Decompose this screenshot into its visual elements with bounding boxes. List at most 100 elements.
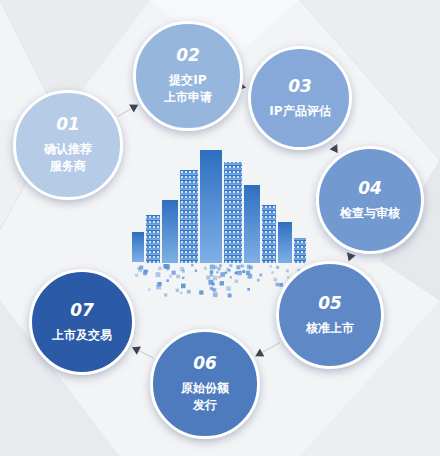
pixel-dot (206, 276, 210, 280)
pixel-dot (260, 274, 263, 277)
step-circle: 02 提交IP 上市申请 (133, 21, 242, 130)
pixel-dot (213, 276, 218, 281)
step-label: 上市及交易 (47, 327, 117, 344)
step-number: 06 (193, 353, 217, 373)
pixel-dot (235, 272, 237, 274)
pixel-dot (148, 289, 150, 291)
pixel-dot (187, 290, 191, 294)
pixel-dot (220, 272, 225, 277)
pixel-dot (210, 270, 214, 274)
flow-arrow (255, 343, 280, 357)
pixel-dot (275, 283, 279, 287)
pixel-dot (247, 266, 251, 270)
pixel-dot (181, 284, 186, 289)
pixel-dot (213, 292, 218, 297)
step-number: 02 (176, 45, 200, 65)
step-circle: 07 上市及交易 (29, 269, 135, 375)
step-number: 05 (318, 293, 342, 313)
pixel-dot (163, 264, 168, 269)
pixel-dot (144, 270, 147, 273)
step-label: 原始份额 发行 (170, 380, 240, 415)
pixel-dot (286, 270, 289, 273)
pixel-dot (269, 265, 272, 268)
pixel-dot (166, 279, 169, 282)
flow-arrow (132, 347, 154, 359)
pixel-dot (242, 270, 245, 273)
flow-arrow (330, 143, 338, 153)
pixel-dot (228, 294, 232, 298)
step-circle: 05 核准上市 (276, 261, 384, 369)
step-label: 提交IP 上市申请 (153, 72, 223, 107)
step-circle: 04 检查与审核 (316, 146, 424, 254)
pixel-dot (271, 271, 273, 273)
pixel-dot (226, 286, 231, 291)
pixel-dot (169, 275, 172, 278)
pixel-dot (219, 264, 222, 267)
pixel-dot (182, 270, 185, 273)
pixel-dot (167, 269, 169, 271)
flow-line (255, 343, 280, 357)
pixel-dot (204, 267, 207, 270)
step-label: IP产品评估 (265, 103, 335, 120)
pixel-dot (180, 292, 182, 294)
step-number: 07 (70, 300, 94, 320)
pixel-dot (157, 282, 162, 287)
pixel-dot (226, 268, 229, 271)
pixel-dot (241, 265, 244, 268)
pixel-dot (274, 278, 278, 282)
step-label: 核准上市 (295, 320, 365, 337)
pixel-dot (239, 271, 241, 273)
step-number: 03 (288, 76, 312, 96)
pixel-dot (240, 265, 242, 267)
pixel-dot (214, 266, 217, 269)
pixel-dot (238, 271, 242, 275)
pixel-dot (158, 267, 161, 270)
pixel-dot (229, 264, 232, 267)
arrow-head (132, 347, 141, 355)
flow-arrow (118, 104, 138, 116)
pixel-dot (176, 275, 180, 279)
arrow-head (347, 252, 356, 261)
pixel-dot (220, 281, 224, 285)
step-number: 01 (56, 114, 80, 134)
arrow-head (129, 104, 138, 112)
pixel-dot (212, 288, 215, 291)
step-label: 确认推荐 服务商 (33, 141, 103, 176)
pixel-dot (164, 293, 167, 296)
pixel-dot (279, 283, 283, 287)
pixel-dot (172, 271, 176, 275)
pixel-dot (257, 279, 260, 282)
pixel-dot (137, 267, 139, 269)
step-number: 04 (358, 178, 382, 198)
pixel-dot (225, 272, 227, 274)
flow-line (118, 105, 138, 117)
pixel-dot (176, 289, 179, 292)
pixel-dot (210, 274, 212, 276)
pixel-dot (195, 270, 197, 272)
pixel-dot (235, 280, 239, 284)
step-circle: 01 确认推荐 服务商 (13, 90, 122, 199)
pixel-dot (276, 266, 279, 269)
pixel-dot (182, 277, 184, 279)
arrow-head (330, 144, 338, 153)
flow-arrow (347, 252, 356, 261)
pixel-dot (218, 276, 220, 278)
step-circle: 06 原始份额 发行 (150, 329, 259, 438)
pixel-dot (199, 290, 203, 294)
flow-line (132, 347, 154, 358)
pixel-dot (230, 276, 232, 278)
pixel-dot (236, 265, 240, 269)
pixel-dot (135, 274, 138, 277)
arrow-head (255, 348, 264, 356)
pixel-dot (191, 264, 193, 266)
pixel-dot (217, 267, 220, 270)
step-label: 检查与审核 (335, 205, 405, 222)
pixel-dot (209, 280, 214, 285)
pixel-dot (246, 271, 250, 275)
step-circle: 03IP产品评估 (248, 46, 352, 150)
pixel-dot (158, 282, 162, 286)
pixel-dot (144, 270, 147, 273)
pixel-dot (247, 288, 250, 291)
pixel-dot (156, 272, 161, 277)
